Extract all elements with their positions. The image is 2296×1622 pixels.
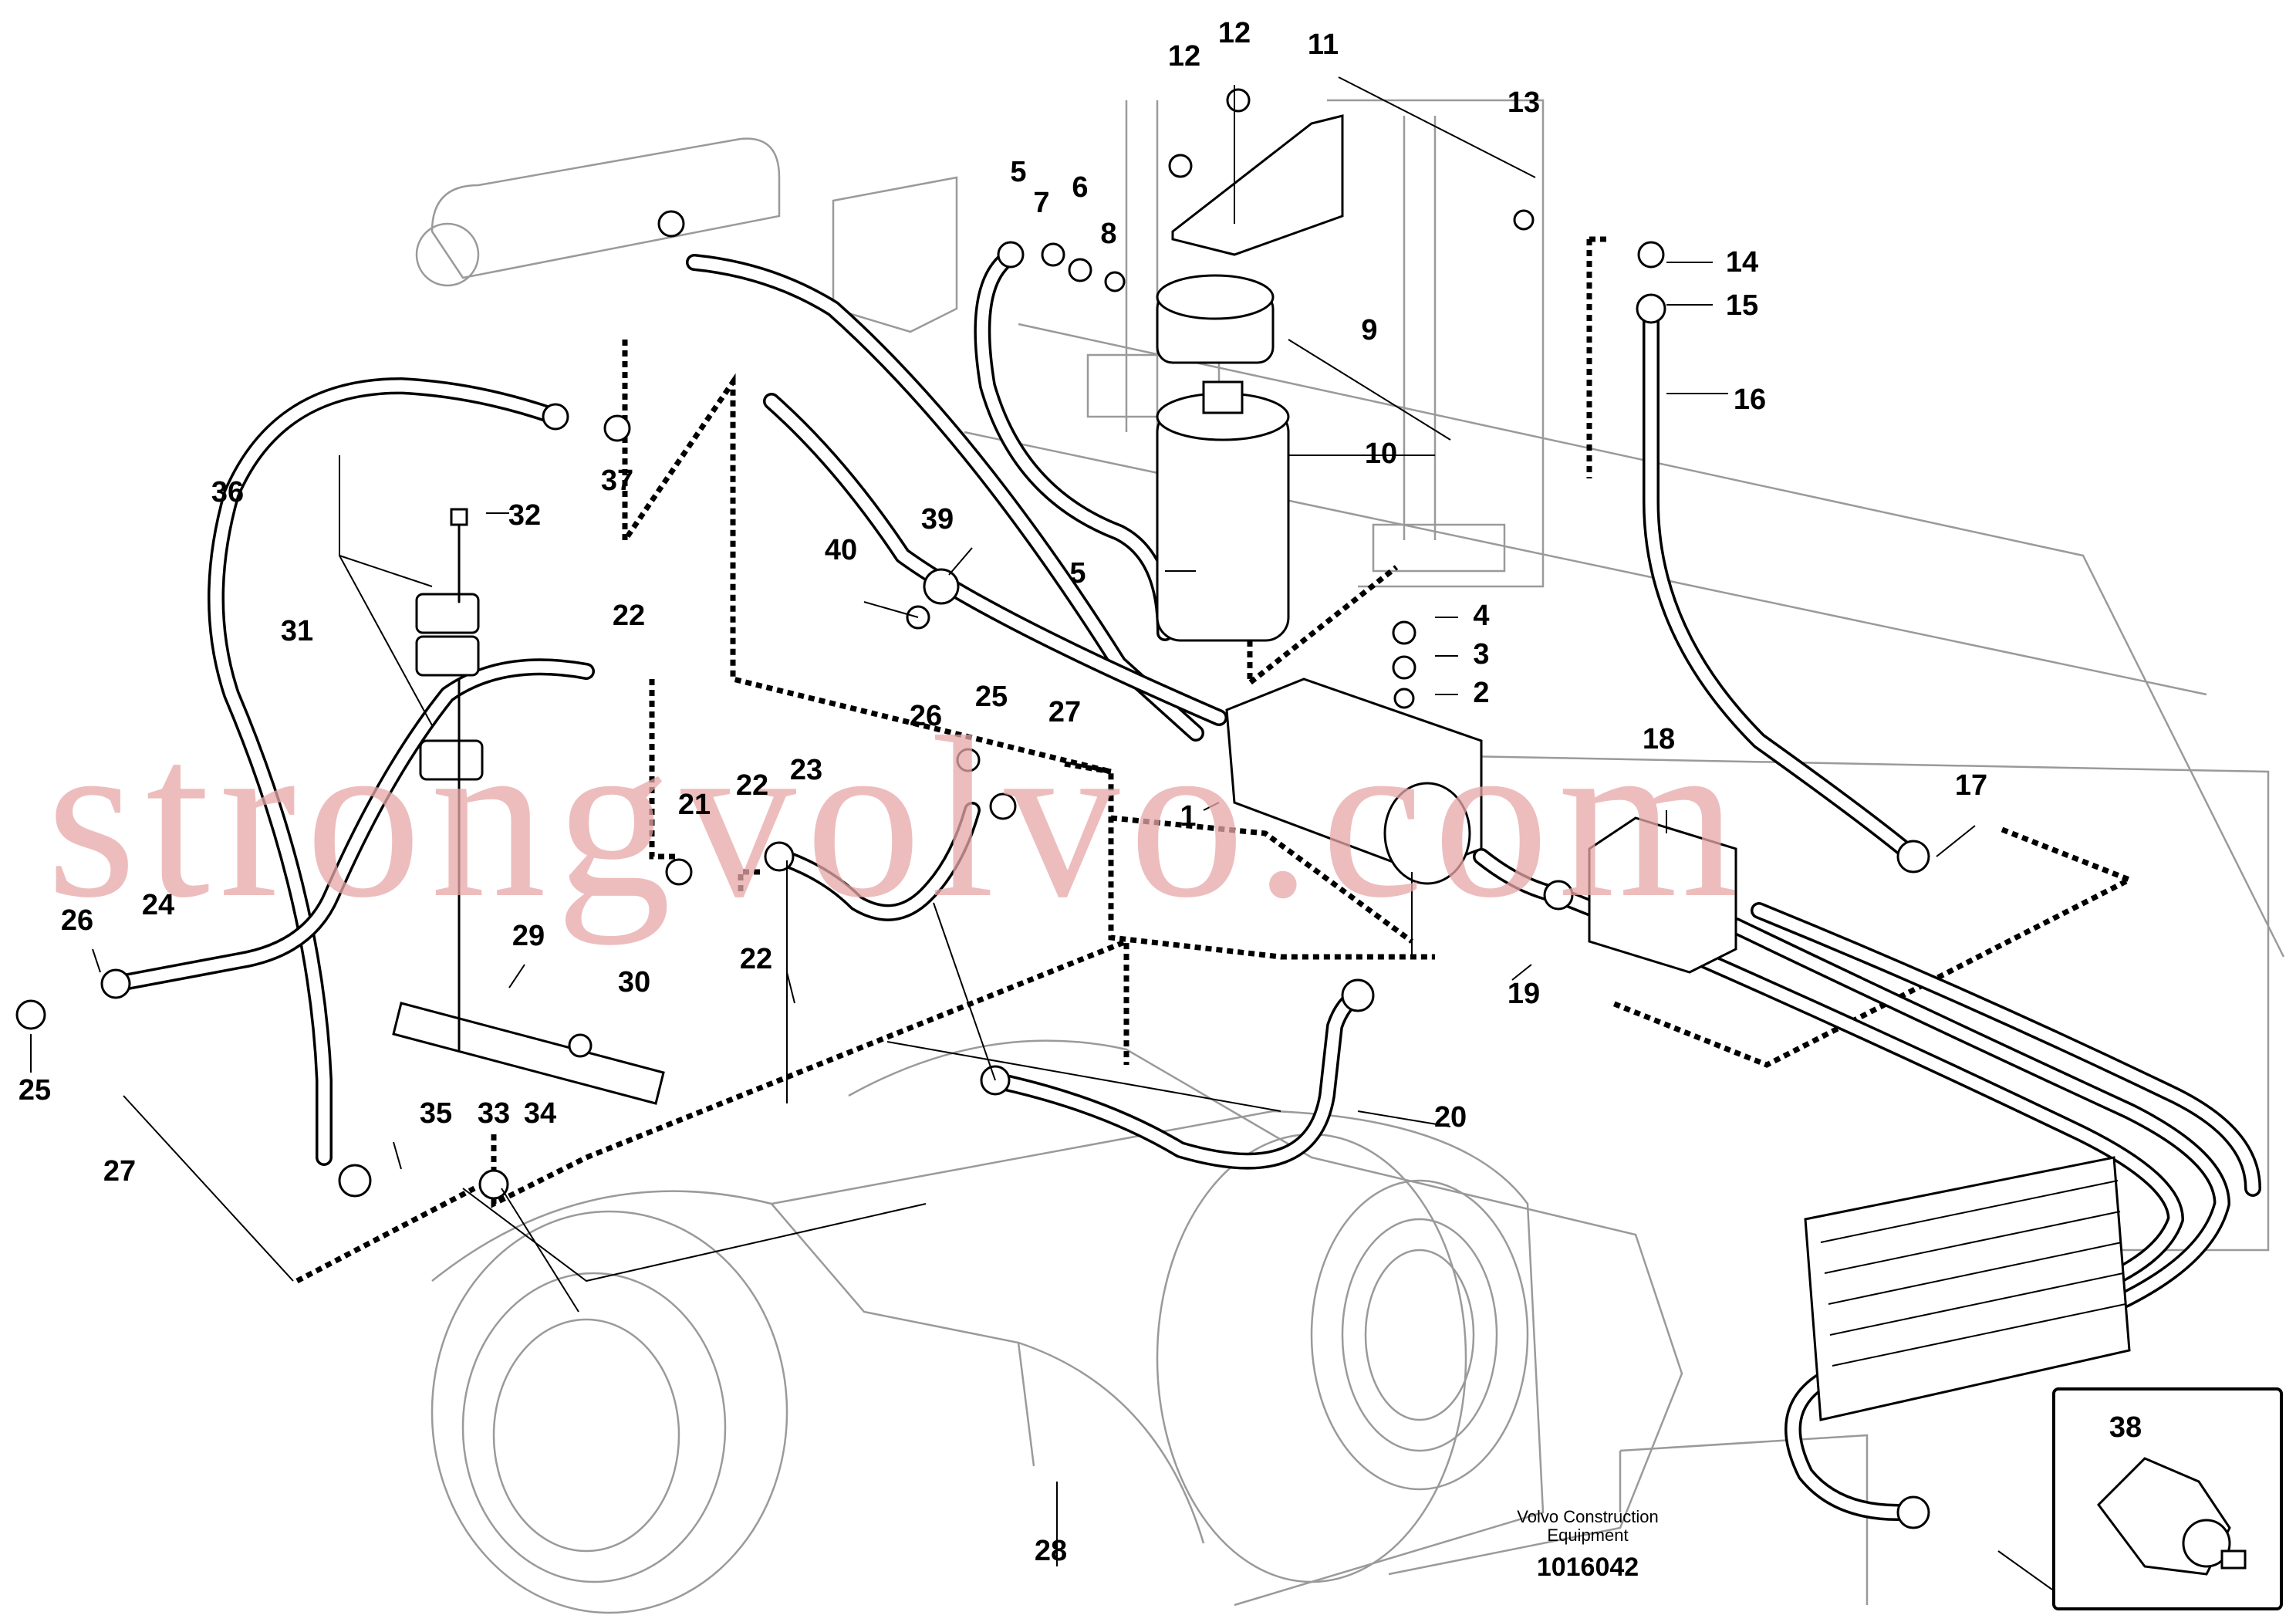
callout-23: 23: [790, 754, 822, 786]
callout-20: 20: [1434, 1101, 1467, 1134]
callout-18: 18: [1643, 723, 1675, 755]
callout-12b: 12: [1168, 40, 1200, 73]
callout-17: 17: [1955, 769, 1987, 802]
callout-28: 28: [1035, 1535, 1067, 1567]
callout-4: 4: [1473, 600, 1489, 632]
callout-15: 15: [1726, 289, 1758, 322]
callout-25a: 25: [19, 1074, 51, 1107]
callout-24: 24: [142, 889, 174, 921]
reference-dashes: [295, 236, 2136, 1284]
callout-36: 36: [211, 476, 244, 509]
axle-housing: [430, 1039, 1683, 1614]
callout-9: 9: [1361, 314, 1377, 346]
callout-26a: 26: [61, 904, 93, 937]
callout-26b: 26: [910, 700, 942, 732]
callout-30: 30: [618, 966, 650, 999]
callout-25b: 25: [975, 681, 1008, 713]
components: [15, 88, 2131, 1529]
leader-lines: [30, 76, 2053, 1590]
callout-22b: 22: [736, 769, 768, 802]
callout-21: 21: [678, 789, 711, 821]
caption-line-1: Volvo Construction: [1517, 1507, 1658, 1526]
callout-6: 6: [1072, 171, 1088, 204]
callout-10: 10: [1365, 438, 1397, 470]
caption-block: Volvo Construction Equipment 1016042: [1517, 1507, 1658, 1582]
callout-5b: 5: [1069, 557, 1086, 590]
callout-14: 14: [1726, 246, 1758, 279]
callout-29: 29: [512, 920, 545, 952]
callout-2: 2: [1473, 677, 1489, 709]
callout-13: 13: [1508, 86, 1540, 119]
callout-32: 32: [508, 499, 541, 532]
callout-11: 11: [1308, 29, 1339, 61]
inset-detail-38: [2052, 1387, 2283, 1610]
callout-22a: 22: [613, 600, 645, 632]
callout-35: 35: [420, 1097, 452, 1130]
callout-33: 33: [478, 1097, 510, 1130]
callout-40: 40: [825, 534, 857, 566]
callout-22c: 22: [740, 943, 772, 975]
callout-27a: 27: [103, 1155, 136, 1188]
callout-31: 31: [281, 615, 313, 647]
callout-5a: 5: [1010, 156, 1026, 188]
callout-38: 38: [2109, 1411, 2142, 1444]
callout-1: 1: [1180, 800, 1196, 833]
callout-16: 16: [1734, 384, 1766, 416]
caption-line-2: Equipment: [1547, 1526, 1628, 1545]
callout-37: 37: [601, 465, 633, 497]
drawing-number: 1016042: [1537, 1553, 1639, 1582]
callout-7: 7: [1033, 187, 1049, 219]
watermark-text: strongvolvo.com: [46, 689, 1747, 946]
callout-labels: 1 2 3 4 5 5 6 7 8 9 10 11 12 12 13 14 15…: [19, 17, 2142, 1567]
callout-12a: 12: [1218, 17, 1251, 49]
callout-3: 3: [1473, 638, 1489, 671]
callout-27b: 27: [1048, 696, 1081, 728]
callout-19: 19: [1508, 978, 1540, 1010]
callout-39: 39: [921, 503, 954, 536]
callout-34: 34: [524, 1097, 556, 1130]
callout-8: 8: [1100, 218, 1116, 250]
